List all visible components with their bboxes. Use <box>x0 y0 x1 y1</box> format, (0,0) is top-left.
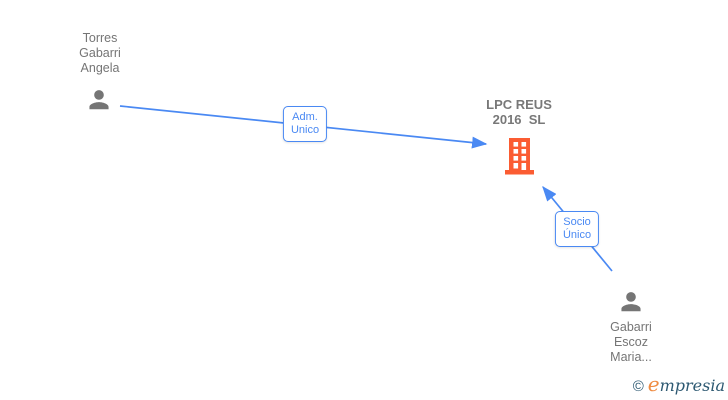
node-person-gabarri-escoz-maria[interactable]: Gabarri Escoz Maria... <box>610 320 652 365</box>
copyright-icon: © <box>632 378 644 395</box>
person-icon <box>89 90 109 110</box>
building-icon <box>505 138 534 175</box>
node-person-torres-gabarri-angela[interactable]: Torres Gabarri Angela <box>79 31 121 76</box>
company-name-label: LPC REUS 2016 SL <box>486 97 552 127</box>
person-icon <box>621 292 641 312</box>
node-label: Torres Gabarri Angela <box>79 31 121 75</box>
node-person-gabarri-escoz-maria-icon[interactable] <box>618 288 645 320</box>
edge-label-socio-unico: Socio Único <box>554 211 600 247</box>
node-company-lpc-reus-2016-sl-icon[interactable] <box>499 136 539 181</box>
empresia-logo[interactable]: © e mpresia <box>633 374 725 396</box>
brand-text: mpresia <box>659 376 725 395</box>
node-person-torres-gabarri-angela-icon[interactable] <box>86 86 113 118</box>
edge-label-adm-unico: Adm. Unico <box>282 106 328 142</box>
node-label: Gabarri Escoz Maria... <box>610 320 652 364</box>
node-company-lpc-reus-2016-sl[interactable]: LPC REUS 2016 SL <box>486 97 552 127</box>
brand-initial: e <box>647 372 660 396</box>
